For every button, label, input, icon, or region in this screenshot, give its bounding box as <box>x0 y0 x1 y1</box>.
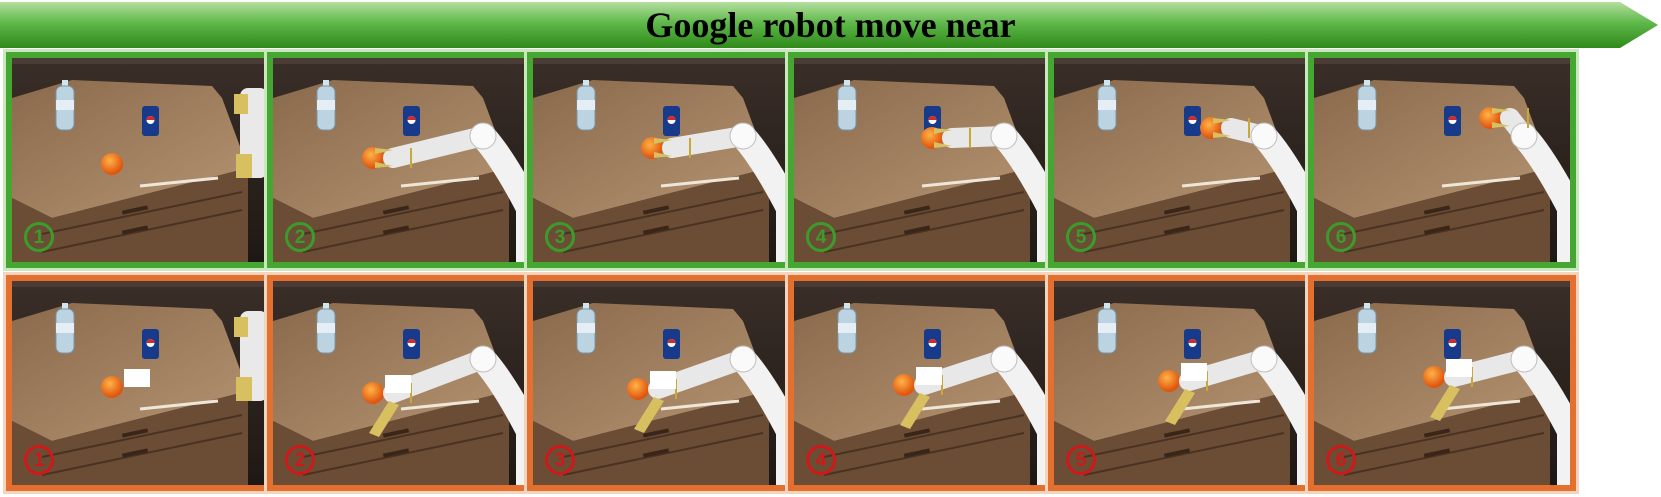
robot-arm-parked <box>124 311 268 401</box>
robot-arm <box>1492 108 1570 262</box>
step-number-badge: 6 <box>1326 445 1356 475</box>
step-number-badge: 3 <box>545 445 575 475</box>
water-bottle <box>316 80 336 131</box>
occlusion-patch <box>1181 363 1207 381</box>
water-bottle <box>1357 303 1377 354</box>
pepsi-can <box>142 329 159 359</box>
failure-frame-5: 5 <box>1048 275 1316 491</box>
banner-arrow <box>0 2 1658 48</box>
failure-frame-3: 3 <box>527 275 795 491</box>
water-bottle <box>1357 80 1377 131</box>
orange <box>101 153 123 175</box>
pepsi-can <box>1184 329 1201 359</box>
success-frame-2: 2 <box>267 52 535 268</box>
water-bottle <box>1097 80 1117 131</box>
step-number-badge: 3 <box>545 222 575 252</box>
water-bottle <box>576 80 596 131</box>
water-bottle <box>1097 303 1117 354</box>
failure-frame-1: 1 <box>6 275 274 491</box>
pepsi-can <box>142 106 159 136</box>
failure-frame-4: 4 <box>788 275 1056 491</box>
pepsi-can <box>663 106 680 136</box>
occlusion-patch <box>124 369 150 387</box>
water-bottle <box>576 303 596 354</box>
occlusion-patch <box>385 375 411 393</box>
pepsi-can <box>1444 329 1461 359</box>
pepsi-can <box>924 329 941 359</box>
water-bottle <box>837 303 857 354</box>
step-number-badge: 1 <box>24 445 54 475</box>
step-number-badge: 4 <box>806 445 836 475</box>
success-frame-3: 3 <box>527 52 795 268</box>
step-number-badge: 5 <box>1066 222 1096 252</box>
water-bottle <box>316 303 336 354</box>
orange <box>893 374 915 396</box>
success-frame-6: 6 <box>1308 52 1576 268</box>
title-banner: Google robot move near <box>0 0 1661 50</box>
failure-frame-6: 6 <box>1308 275 1576 491</box>
water-bottle <box>55 303 75 354</box>
orange <box>1158 370 1180 392</box>
pepsi-can <box>403 106 420 136</box>
success-row: 1 2 3 4 5 6 <box>0 52 1661 272</box>
step-number-badge: 4 <box>806 222 836 252</box>
success-frame-5: 5 <box>1048 52 1316 268</box>
pepsi-can <box>1444 106 1461 136</box>
orange <box>362 382 384 404</box>
failure-row: 1 2 3 4 5 6 <box>0 275 1661 495</box>
occlusion-patch <box>916 367 942 385</box>
step-number-badge: 5 <box>1066 445 1096 475</box>
pepsi-can <box>663 329 680 359</box>
pepsi-can <box>403 329 420 359</box>
orange <box>101 376 123 398</box>
step-number-badge: 1 <box>24 222 54 252</box>
orange <box>627 378 649 400</box>
orange <box>1423 366 1445 388</box>
step-number-badge: 2 <box>285 445 315 475</box>
step-number-badge: 2 <box>285 222 315 252</box>
robot-arm <box>1430 345 1570 485</box>
water-bottle <box>55 80 75 131</box>
occlusion-patch <box>650 371 676 389</box>
failure-frame-2: 2 <box>267 275 535 491</box>
banner-title: Google robot move near <box>645 5 1016 45</box>
robot-arm-parked <box>234 88 268 178</box>
occlusion-patch <box>1446 359 1472 377</box>
success-frame-1: 1 <box>6 52 274 268</box>
water-bottle <box>837 80 857 131</box>
step-number-badge: 6 <box>1326 222 1356 252</box>
success-frame-4: 4 <box>788 52 1056 268</box>
pepsi-can <box>1184 106 1201 136</box>
